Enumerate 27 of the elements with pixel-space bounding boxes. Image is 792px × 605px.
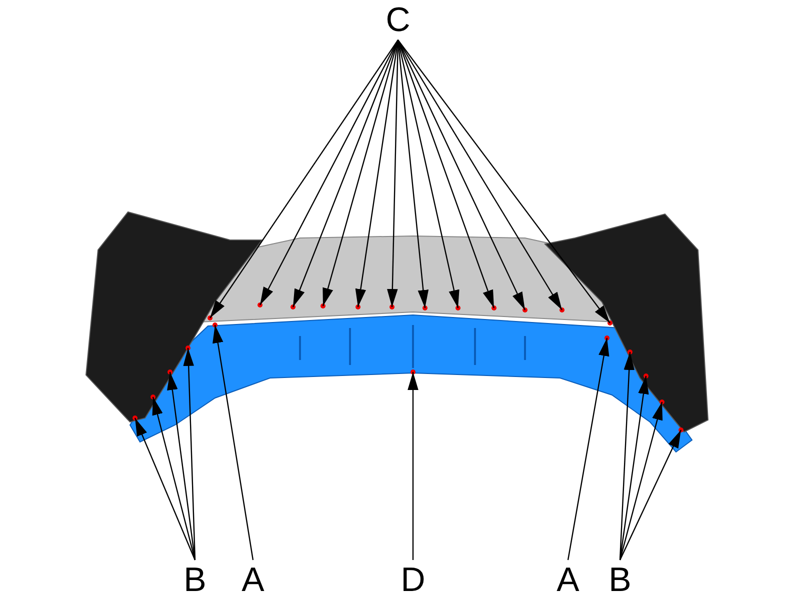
- leader-line: [152, 396, 196, 560]
- leader-line: [619, 402, 663, 560]
- leader-line: [397, 40, 526, 310]
- leader-line: [210, 40, 398, 318]
- leader-line: [619, 352, 635, 560]
- callout-letter: A: [238, 562, 268, 598]
- callout-letter: D: [398, 562, 428, 598]
- callout-letter: C: [383, 2, 413, 38]
- callout-letter: B: [605, 562, 635, 598]
- leader-line: [183, 348, 196, 560]
- leader-line: [212, 324, 254, 560]
- leader-line: [134, 418, 196, 560]
- leader-line: [292, 40, 399, 308]
- callout-letter: A: [553, 562, 583, 598]
- leader-line: [355, 40, 399, 308]
- leader-line: [408, 372, 418, 560]
- leader-line: [619, 376, 649, 560]
- leader-line: [167, 372, 196, 560]
- leader-line: [259, 40, 399, 306]
- leader-line: [322, 40, 399, 306]
- leader-line: [398, 40, 610, 324]
- leader-line: [397, 40, 495, 308]
- leader-line: [567, 338, 610, 560]
- leader-line: [397, 40, 563, 310]
- leader-line: [397, 40, 460, 308]
- callout-letter: B: [180, 562, 210, 598]
- leader-line: [619, 430, 682, 560]
